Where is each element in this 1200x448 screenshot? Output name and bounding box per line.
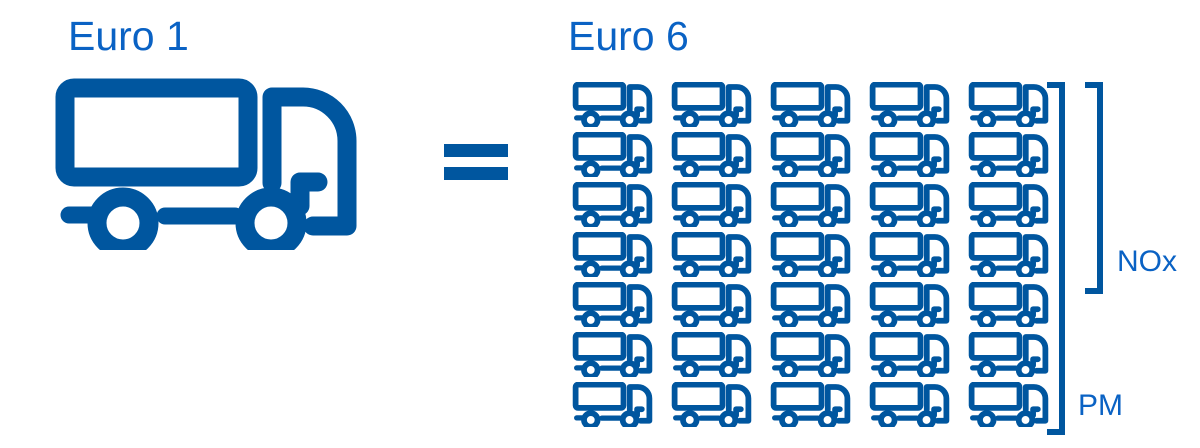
truck-icon (770, 282, 851, 327)
truck-icon (869, 232, 950, 277)
truck-icon (671, 232, 752, 277)
truck-icon-large (55, 78, 357, 259)
truck-icon (770, 332, 851, 377)
pm-label: PM (1078, 389, 1123, 422)
truck-icon (572, 232, 653, 277)
truck-icon (671, 382, 752, 427)
truck-icon (671, 82, 752, 127)
truck-icon (770, 82, 851, 127)
truck-icon (572, 332, 653, 377)
truck-icon (671, 332, 752, 377)
truck-icon (671, 282, 752, 327)
nox-bracket (1082, 82, 1108, 294)
truck-icon (572, 382, 653, 427)
truck-icon (869, 182, 950, 227)
truck-icon (968, 182, 1049, 227)
truck-icon (572, 132, 653, 177)
truck-icon (572, 182, 653, 227)
equals-bar-bottom (444, 167, 508, 180)
truck-icon (770, 232, 851, 277)
pm-bracket (1044, 82, 1070, 435)
truck-icon (869, 82, 950, 127)
truck-icon (869, 382, 950, 427)
truck-icon (869, 332, 950, 377)
truck-icon (968, 332, 1049, 377)
truck-icon (572, 82, 653, 127)
truck-icon (968, 82, 1049, 127)
nox-label: NOx (1117, 245, 1177, 278)
truck-icon (770, 182, 851, 227)
truck-icon (770, 382, 851, 427)
equals-sign (444, 144, 508, 180)
truck-icon (671, 182, 752, 227)
euro6-label: Euro 6 (568, 13, 689, 59)
truck-icon (671, 132, 752, 177)
truck-icon (55, 78, 357, 259)
truck-icon (968, 232, 1049, 277)
euro1-label: Euro 1 (68, 13, 189, 59)
truck-icon (869, 132, 950, 177)
truck-icon (770, 132, 851, 177)
truck-icon-grid (566, 82, 1061, 432)
equals-bar-top (444, 144, 508, 157)
truck-icon (968, 382, 1049, 427)
truck-icon (572, 282, 653, 327)
truck-icon (869, 282, 950, 327)
truck-icon (968, 132, 1049, 177)
truck-icon (968, 282, 1049, 327)
